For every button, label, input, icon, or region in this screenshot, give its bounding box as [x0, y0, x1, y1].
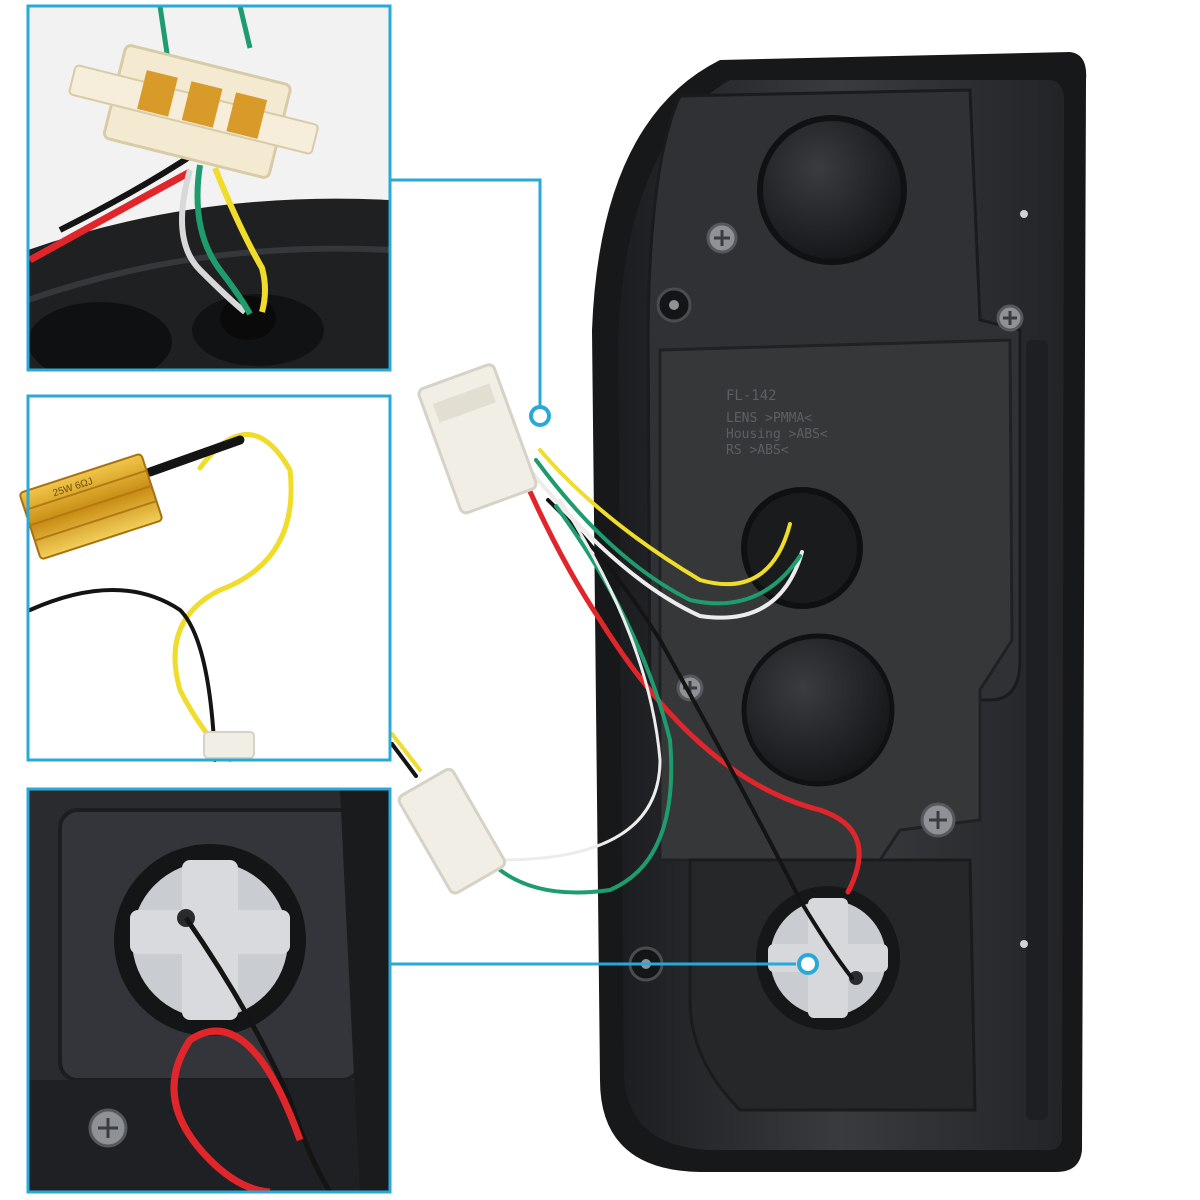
housing-material-text: Housing >ABS< [726, 427, 828, 442]
resistor-lead-yellow [172, 432, 294, 763]
callout-line-top [390, 178, 542, 408]
tail-light-housing: FL-142 LENS >PMMA< Housing >ABS< RS >ABS… [592, 52, 1087, 1172]
mount-hole [1020, 940, 1028, 948]
lens-material-text: LENS >PMMA< [726, 411, 812, 426]
upper-plug-icon [757, 115, 907, 265]
mount-nut-icon [656, 287, 692, 323]
lower-plug-icon [741, 633, 895, 787]
wire-green-upper [534, 458, 802, 606]
wire-yellow-to-resistor [390, 732, 422, 772]
screw-icon [88, 1108, 128, 1148]
inset-frame [26, 787, 392, 1194]
mount-hole [1020, 210, 1028, 218]
connector-icon [417, 363, 538, 515]
connector-icon [397, 767, 507, 895]
wire-white-lower [498, 498, 662, 862]
callout-dot-icon [797, 953, 819, 975]
inset-bulb-socket-closeup [26, 787, 392, 1194]
wire-red [521, 475, 862, 895]
wire-harness [390, 448, 862, 980]
wire-white [528, 468, 804, 620]
resistor-lead-black [28, 588, 217, 762]
callout-dot-icon [529, 405, 551, 427]
screw-icon [996, 304, 1024, 332]
housing-side-rib [1026, 340, 1048, 1120]
callout-lines [390, 178, 796, 966]
rs-material-text: RS >ABS< [726, 443, 789, 458]
wire-black [546, 498, 854, 980]
resistor-connector [203, 731, 255, 759]
housing-markings: FL-142 LENS >PMMA< Housing >ABS< RS >ABS… [726, 388, 828, 458]
screw-icon [706, 222, 738, 254]
wire-yellow [538, 448, 792, 587]
inset-connector-closeup [26, 4, 392, 372]
screw-icon [920, 802, 956, 838]
inset-frame [26, 394, 392, 762]
wire-black-to-resistor [390, 742, 418, 778]
bulb-socket-icon [756, 886, 900, 1030]
part-code-text: FL-142 [726, 388, 777, 404]
inset-load-resistor: 25W 6ΩJ [19, 394, 392, 763]
connector-icon [68, 44, 319, 179]
mid-grommet-icon [741, 487, 863, 609]
load-resistor-icon: 25W 6ΩJ [19, 453, 163, 560]
inset-frame [26, 4, 392, 372]
